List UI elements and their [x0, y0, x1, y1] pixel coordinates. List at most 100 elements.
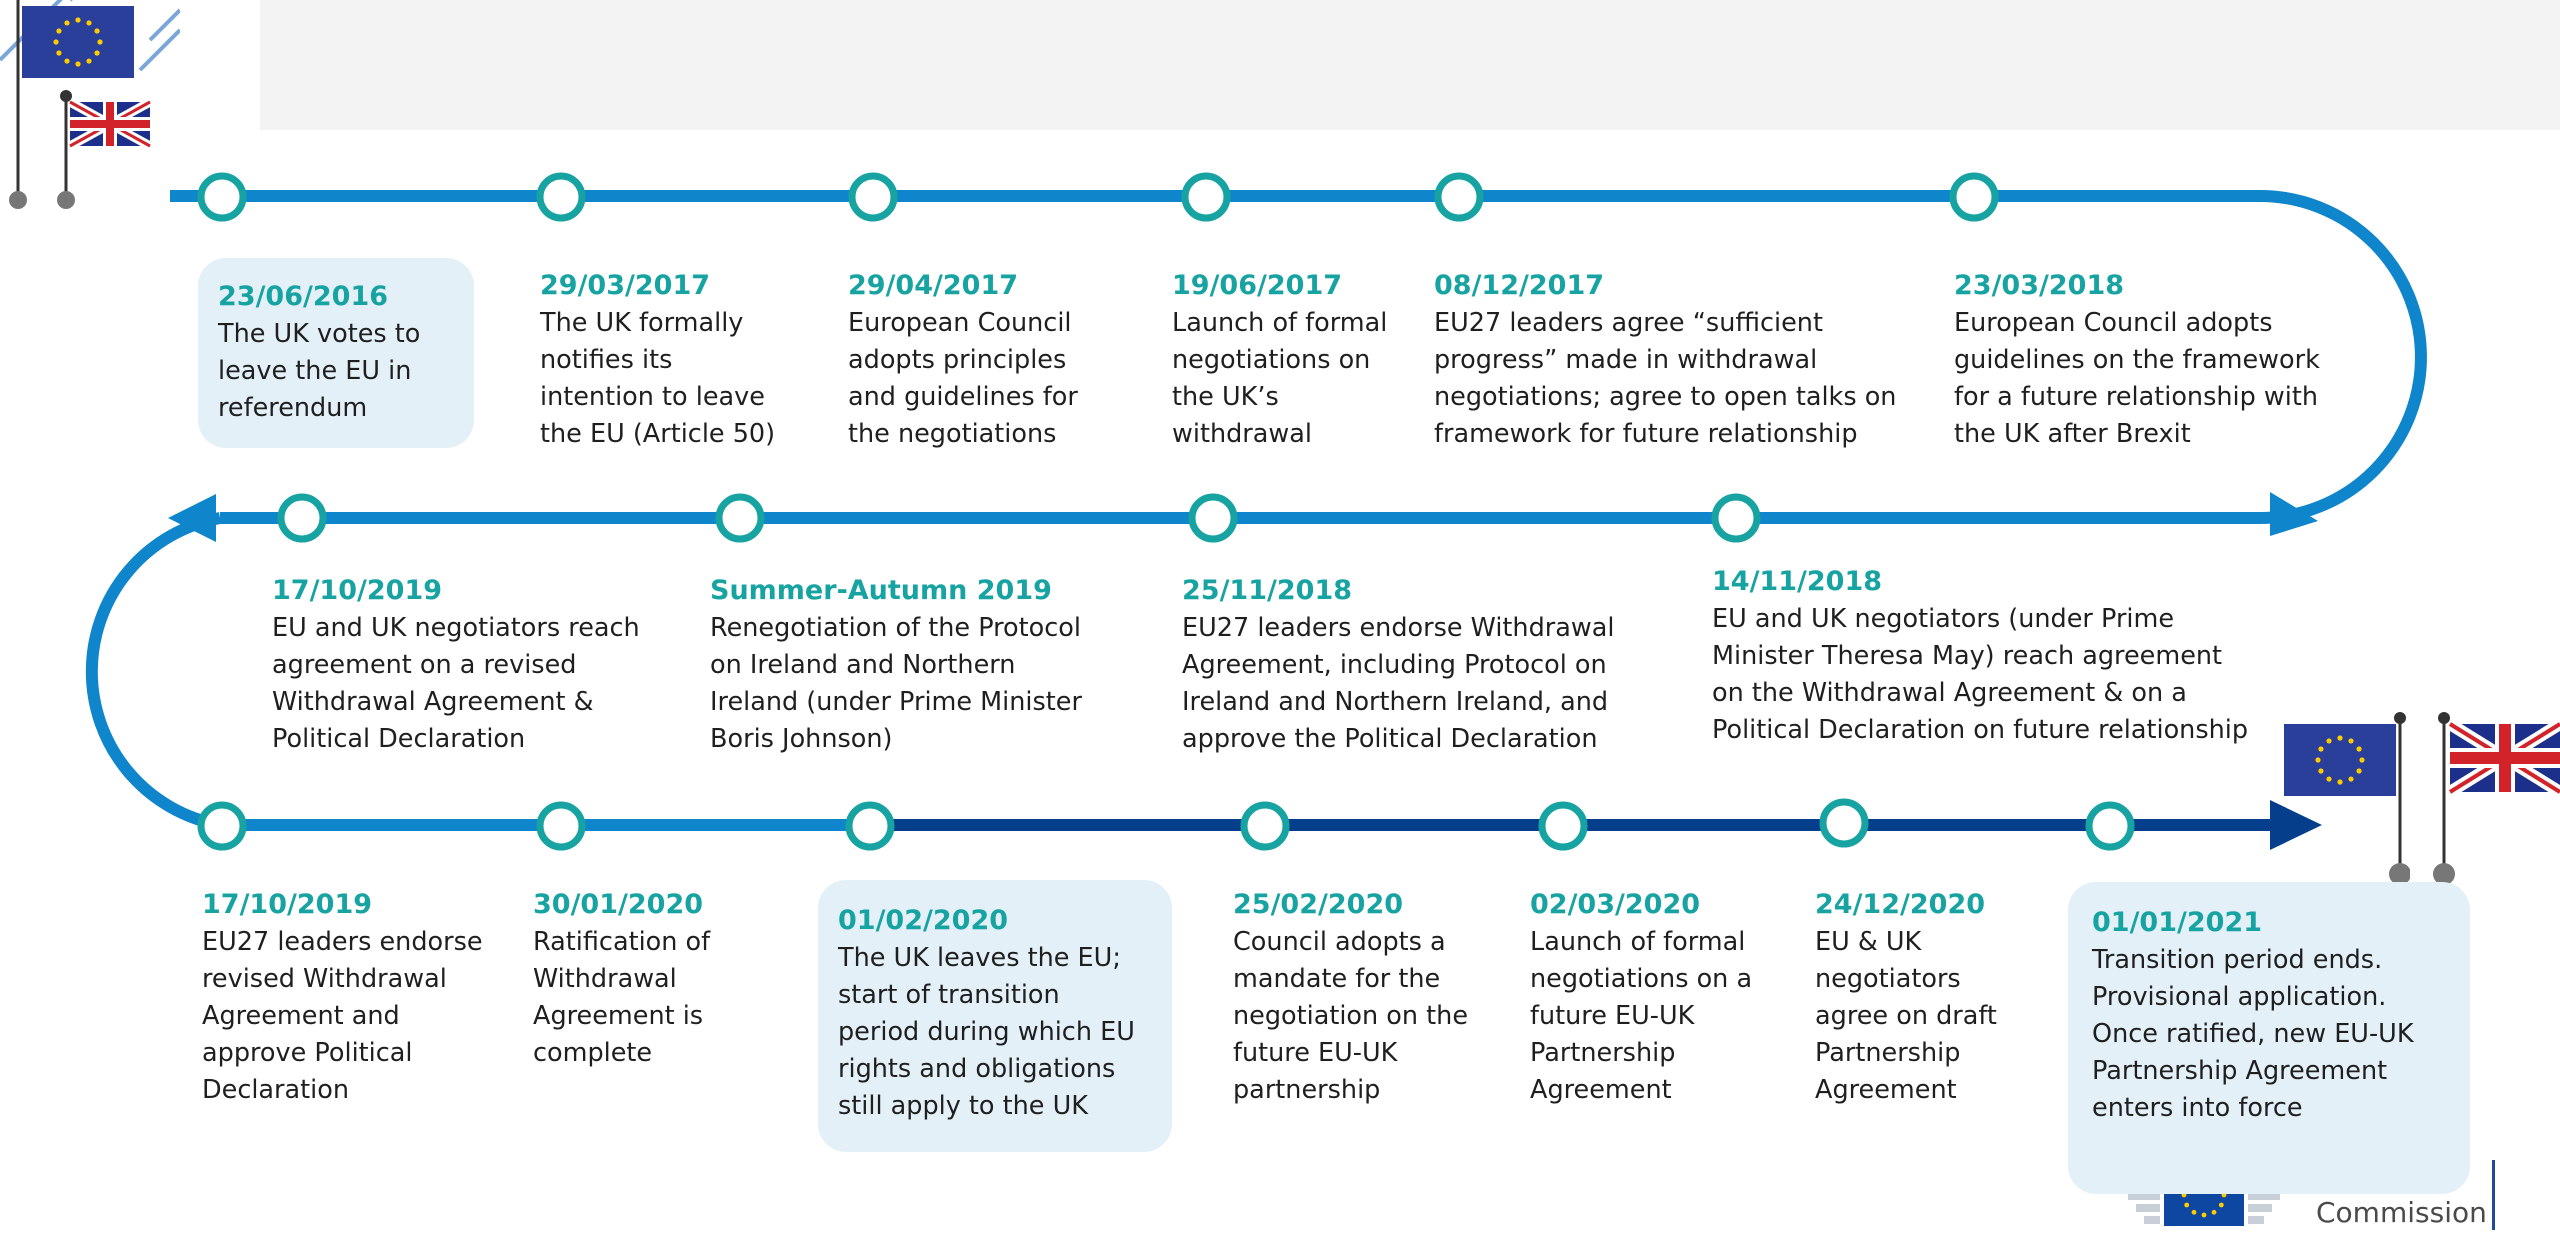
event-text: EU27 leaders endorse Withdrawal Agreemen…	[1182, 613, 1615, 754]
timeline-node	[197, 172, 247, 222]
header-band	[170, 0, 2560, 130]
timeline-node	[848, 172, 898, 222]
track-loop-right	[2259, 190, 2427, 524]
timeline-node	[1949, 172, 1999, 222]
event-draft-agreement: 24/12/2020 EU & UK negotiators agree on …	[1815, 886, 2065, 1109]
event-date: 17/10/2019	[272, 575, 443, 606]
event-text: The UK votes to leave the EU in referend…	[218, 319, 421, 423]
event-date: 19/06/2017	[1172, 270, 1343, 301]
eu-star-icon	[86, 20, 92, 26]
event-launch-negotiations: 19/06/2017 Launch of formal negotiations…	[1172, 267, 1432, 453]
event-date: 01/01/2021	[2092, 907, 2263, 938]
timeline-node	[277, 493, 327, 543]
timeline-node	[536, 172, 586, 222]
eu-star-icon	[2337, 735, 2343, 741]
event-transition-ends: 01/01/2021 Transition period ends. Provi…	[2068, 882, 2470, 1194]
eu-star-icon	[2348, 776, 2354, 782]
eu-flag-icon	[0, 0, 182, 210]
eu-star-icon	[2359, 757, 2365, 763]
event-date: 02/03/2020	[1530, 889, 1701, 920]
uk-flag-icon	[2410, 710, 2560, 900]
eu-star-icon	[56, 28, 62, 34]
eu-star-icon	[2326, 776, 2332, 782]
timeline-node	[1711, 493, 1761, 543]
event-council-guidelines: 29/04/2017 European Council adopts princ…	[848, 267, 1108, 453]
eu-flag-icon	[2280, 710, 2411, 900]
event-text: Transition period ends. Provisional appl…	[2092, 945, 2414, 1123]
event-text: Launch of formal negotiations on the UK’…	[1172, 308, 1388, 449]
event-text: Council adopts a mandate for the negotia…	[1233, 927, 1469, 1105]
event-withdrawal-agreement-reached: 14/11/2018 EU and UK negotiators (under …	[1712, 563, 2292, 749]
eu-star-icon	[2348, 738, 2354, 744]
timeline-node	[715, 493, 765, 543]
event-date: 01/02/2020	[838, 905, 1009, 936]
event-future-framework: 23/03/2018 European Council adopts guide…	[1954, 267, 2374, 453]
event-text: EU27 leaders agree “sufficient progress”…	[1434, 308, 1897, 449]
timeline-node	[536, 801, 586, 851]
event-text: European Council adopts guidelines on th…	[1954, 308, 2320, 449]
event-withdrawal-agreement-endorsed: 25/11/2018 EU27 leaders endorse Withdraw…	[1182, 572, 1682, 758]
logo-divider	[2492, 1160, 2495, 1230]
event-date: 23/06/2016	[218, 281, 389, 312]
event-text: The UK leaves the EU; start of transitio…	[838, 943, 1135, 1121]
event-text: EU and UK negotiators (under Prime Minis…	[1712, 604, 2249, 745]
event-date: 30/01/2020	[533, 889, 704, 920]
eu-star-icon	[2191, 1209, 2197, 1215]
eu-star-icon	[86, 58, 92, 64]
eu-star-icon	[2318, 746, 2324, 752]
event-renegotiation: Summer-Autumn 2019 Renegotiation of the …	[710, 572, 1150, 758]
event-sufficient-progress: 08/12/2017 EU27 leaders agree “sufficien…	[1434, 267, 1914, 453]
track-loop-left	[85, 512, 222, 831]
event-revised-agreement-reached: 17/10/2019 EU and UK negotiators reach a…	[272, 572, 672, 758]
eu-star-icon	[2315, 757, 2321, 763]
event-council-mandate: 25/02/2020 Council adopts a mandate for …	[1233, 886, 1503, 1109]
eu-star-icon	[75, 17, 81, 23]
event-date: 29/04/2017	[848, 270, 1019, 301]
eu-star-icon	[64, 20, 70, 26]
eu-star-icon	[97, 39, 103, 45]
event-ratification: 30/01/2020 Ratification of Withdrawal Ag…	[533, 886, 793, 1072]
event-date: 29/03/2017	[540, 270, 711, 301]
event-text: EU27 leaders endorse revised Withdrawal …	[202, 927, 483, 1105]
event-text: EU and UK negotiators reach agreement on…	[272, 613, 640, 754]
eu-star-icon	[75, 61, 81, 67]
timeline-node	[1181, 172, 1231, 222]
eu-star-icon	[2337, 779, 2343, 785]
eu-star-icon	[2326, 738, 2332, 744]
event-uk-leaves: 01/02/2020 The UK leaves the EU; start o…	[818, 880, 1172, 1152]
timeline-node	[1240, 801, 1290, 851]
eu-star-icon	[2356, 768, 2362, 774]
event-date: 25/02/2020	[1233, 889, 1404, 920]
timeline-node	[1538, 801, 1588, 851]
eu-star-icon	[94, 28, 100, 34]
timeline-node	[2085, 801, 2135, 851]
timeline-node	[1434, 172, 1484, 222]
eu-star-icon	[94, 50, 100, 56]
eu-star-icon	[2184, 1202, 2190, 1208]
event-date: Summer-Autumn 2019	[710, 575, 1052, 606]
event-launch-partnership-negotiations: 02/03/2020 Launch of formal negotiations…	[1530, 886, 1800, 1109]
eu-star-icon	[2318, 768, 2324, 774]
timeline-node	[1188, 493, 1238, 543]
event-date: 24/12/2020	[1815, 889, 1986, 920]
eu-star-icon	[2201, 1212, 2207, 1218]
timeline-node	[1819, 798, 1869, 848]
eu-star-icon	[2356, 746, 2362, 752]
eu-star-icon	[56, 50, 62, 56]
event-text: Launch of formal negotiations on a futur…	[1530, 927, 1753, 1105]
event-referendum: 23/06/2016 The UK votes to leave the EU …	[198, 258, 474, 448]
eu-star-icon	[2211, 1209, 2217, 1215]
eu-star-icon	[53, 39, 59, 45]
event-date: 17/10/2019	[202, 889, 373, 920]
event-text: Ratification of Withdrawal Agreement is …	[533, 927, 711, 1068]
event-date: 23/03/2018	[1954, 270, 2125, 301]
arrowhead-end	[2270, 800, 2322, 850]
event-text: The UK formally notifies its intention t…	[540, 308, 776, 449]
event-date: 08/12/2017	[1434, 270, 1605, 301]
eu-star-icon	[64, 58, 70, 64]
timeline-node	[845, 801, 895, 851]
event-article-50: 29/03/2017 The UK formally notifies its …	[540, 267, 790, 453]
uk-flag-icon	[48, 86, 158, 210]
